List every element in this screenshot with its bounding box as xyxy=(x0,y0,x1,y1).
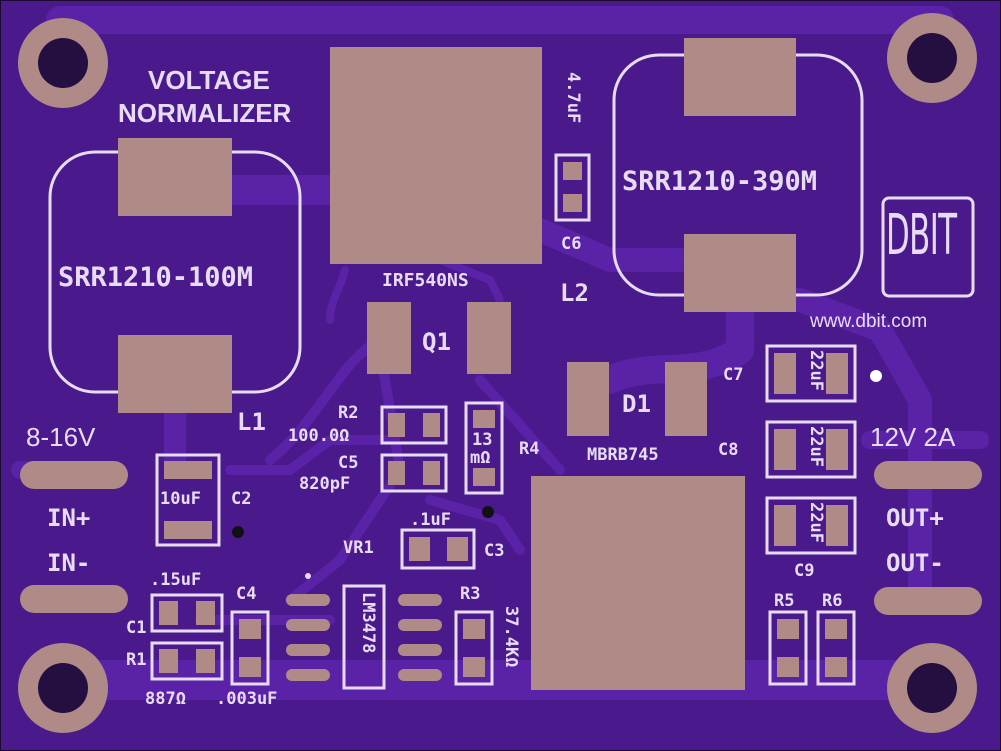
dbit-logo-text: DBIT xyxy=(886,203,957,268)
resistor-r3 xyxy=(454,610,494,686)
c3-ref-label: C3 xyxy=(484,541,505,561)
via xyxy=(482,506,494,518)
mosfet-q1 xyxy=(330,47,542,374)
q1-part-label: IRF540NS xyxy=(382,270,469,291)
d1-ref-label: D1 xyxy=(622,390,651,418)
c2-value-label: 10uF xyxy=(160,489,201,509)
c5-value-label: 820pF xyxy=(299,474,351,494)
r6-ref-label: R6 xyxy=(822,591,843,611)
terminal-out-plus xyxy=(874,461,982,489)
r4-value-line1: 13 xyxy=(472,430,493,450)
terminal-out-minus xyxy=(874,587,982,615)
r3-ref-label: R3 xyxy=(460,584,481,604)
c7-ref-label: C7 xyxy=(723,365,744,385)
c4-ref-label: C4 xyxy=(236,584,257,604)
r5-ref-label: R5 xyxy=(774,591,795,611)
capacitor-c4 xyxy=(230,610,270,686)
board-title-line1: VOLTAGE xyxy=(148,65,270,95)
c7-value-label: 22uF xyxy=(806,350,826,391)
terminal-in-plus xyxy=(20,461,128,489)
input-plus-label: IN+ xyxy=(47,504,91,532)
c1-ref-label: C1 xyxy=(126,618,147,638)
inductor-l2 xyxy=(612,38,864,312)
c9-ref-label: C9 xyxy=(794,561,815,581)
capacitor-c1 xyxy=(150,593,224,633)
regulator-vr1 xyxy=(286,573,442,690)
mounting-hole-tl xyxy=(18,18,108,108)
dbit-logo xyxy=(881,196,975,298)
c5-ref-label: C5 xyxy=(338,453,359,473)
r3-value-label: 37.4KΩ xyxy=(501,606,521,668)
c6-value-label: 4.7uF xyxy=(563,72,583,124)
inductor-l1 xyxy=(48,138,302,413)
mounting-hole-br xyxy=(887,643,977,733)
resistor-r1 xyxy=(150,641,224,681)
input-voltage-label: 8-16V xyxy=(26,422,96,452)
l1-ref-label: L1 xyxy=(237,408,266,436)
resistor-r6 xyxy=(816,610,856,686)
d1-part-label: MBRB745 xyxy=(587,445,659,465)
website-label: www.dbit.com xyxy=(810,311,928,332)
l1-part-label: SRR1210-100M xyxy=(58,262,254,293)
capacitor-c8 xyxy=(765,420,857,479)
c6-ref-label: C6 xyxy=(561,234,582,254)
capacitor-c2 xyxy=(155,453,221,547)
r2-value-label: 100.0Ω xyxy=(288,426,350,446)
c8-value-label: 22uF xyxy=(806,426,826,467)
q1-ref-label: Q1 xyxy=(422,328,451,356)
terminal-in-minus xyxy=(20,585,128,613)
r1-ref-label: R1 xyxy=(126,650,147,670)
via xyxy=(232,526,244,538)
l2-part-label: SRR1210-390M xyxy=(622,166,818,197)
diode-d1 xyxy=(567,362,707,436)
mounting-hole-tr xyxy=(887,13,977,103)
resistor-r5 xyxy=(768,610,808,686)
input-minus-label: IN- xyxy=(47,549,91,577)
r4-value-line2: mΩ xyxy=(470,448,491,468)
r4-ref-label: R4 xyxy=(519,439,540,459)
capacitor-c3 xyxy=(400,528,476,570)
capacitor-c5 xyxy=(380,453,448,493)
resistor-r4 xyxy=(464,401,504,495)
output-rating-label: 12V 2A xyxy=(870,422,956,452)
c8-ref-label: C8 xyxy=(718,440,739,460)
mounting-hole-bl xyxy=(18,643,108,733)
capacitor-c7 xyxy=(765,344,857,403)
output-minus-label: OUT- xyxy=(886,549,944,577)
c2-ref-label: C2 xyxy=(231,489,252,509)
vr1-ref-label: VR1 xyxy=(343,538,374,558)
board-title-line2: NORMALIZER xyxy=(118,98,292,128)
c3-value-label: .1uF xyxy=(410,510,451,530)
output-plus-label: OUT+ xyxy=(886,504,944,532)
r2-ref-label: R2 xyxy=(338,403,359,423)
polarity-dot-c7 xyxy=(870,370,882,382)
c4-value-label: .003uF xyxy=(216,689,278,709)
vr1-part-label: LM3478 xyxy=(358,592,378,654)
output-thermal-pad xyxy=(531,476,745,690)
c1-value-label: .15uF xyxy=(150,570,202,590)
capacitor-c6 xyxy=(554,153,591,222)
c9-value-label: 22uF xyxy=(806,502,826,543)
capacitor-c9 xyxy=(765,496,857,555)
resistor-r2 xyxy=(380,405,448,445)
r1-value-label: 887Ω xyxy=(145,689,186,709)
l2-ref-label: L2 xyxy=(560,279,589,307)
